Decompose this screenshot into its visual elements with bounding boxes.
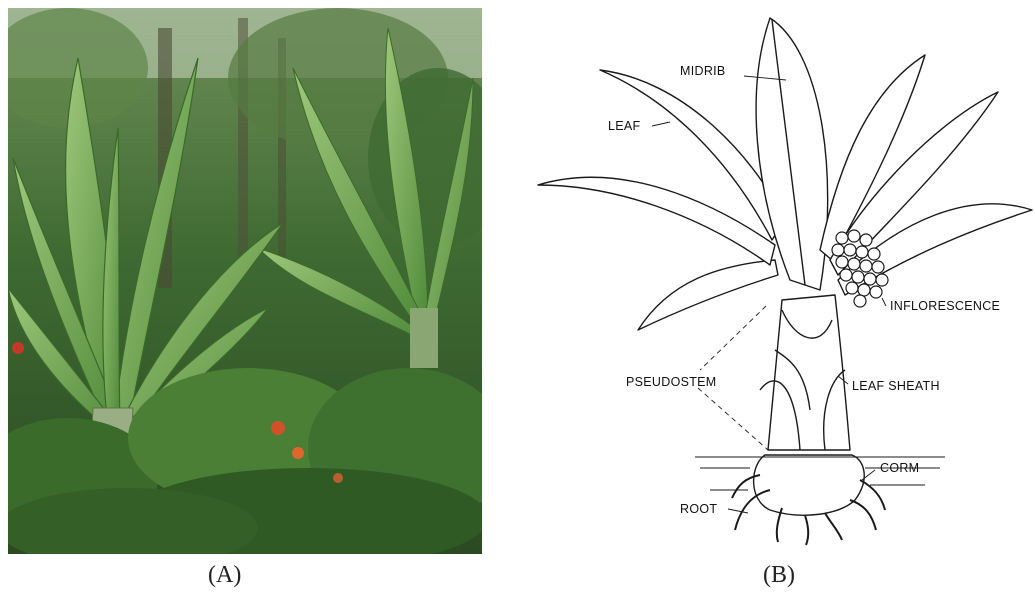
label-pseudostem: PSEUDOSTEM	[626, 375, 717, 389]
label-leaf: LEAF	[608, 119, 641, 133]
enset-plant-photo	[8, 8, 482, 554]
label-midrib: MIDRIB	[680, 64, 726, 78]
label-leaf-sheath: LEAF SHEATH	[852, 379, 940, 393]
caption-panel-b: (B)	[763, 562, 795, 589]
label-corm: CORM	[880, 461, 919, 475]
enset-plant-diagram: MIDRIB LEAF INFLORESCENCE PSEUDOSTEM LEA…	[520, 10, 1035, 550]
label-root: ROOT	[680, 502, 717, 516]
label-inflorescence: INFLORESCENCE	[890, 299, 1000, 313]
caption-panel-a: (A)	[208, 562, 241, 589]
